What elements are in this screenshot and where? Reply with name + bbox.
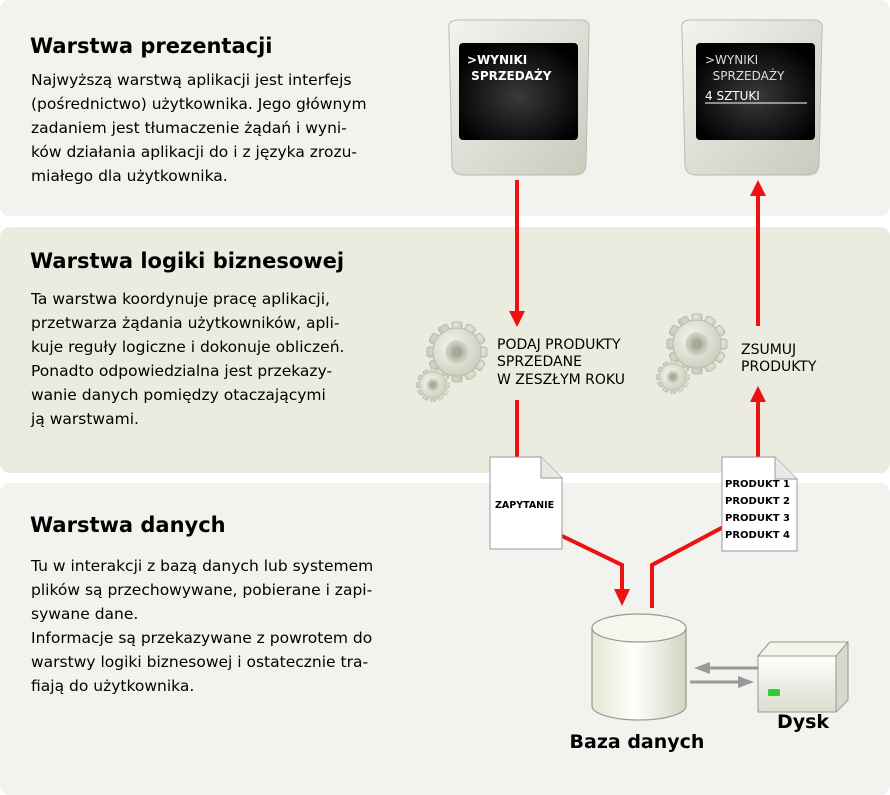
arrow-to-database: [559, 533, 624, 590]
description-line: plików są przechowywane, pobierane i zap…: [31, 581, 373, 599]
screen-right-result: 4 SZTUKI: [705, 89, 760, 103]
arrow-from-database: [650, 523, 728, 608]
description-line: Informacje są przekazywane z powrotem do: [31, 629, 373, 647]
process-left-label: W ZESZŁYM ROKU: [497, 372, 625, 388]
gear-icon: [656, 313, 728, 394]
description-line: Ta warstwa koordynuje pracę aplikacji,: [31, 290, 330, 308]
description-line: fiają do użytkownika.: [31, 677, 195, 695]
transfer-arrows: [690, 662, 758, 688]
description-line: przetwarza żądania użytkowników, apli-: [31, 314, 340, 332]
result-document-line: PRODUKT 2: [725, 496, 790, 507]
arrowhead-up-process: [750, 386, 766, 402]
business-logic-layer-description: Ta warstwa koordynuje pracę aplikacji, p…: [31, 287, 344, 431]
description-line: ków działania aplikacji do i z języka zr…: [31, 143, 357, 161]
arrowhead-left: [694, 662, 710, 674]
presentation-layer-title: Warstwa prezentacji: [30, 34, 273, 58]
data-layer-title: Warstwa danych: [30, 513, 226, 537]
description-line: wanie danych pomiędzy otaczającymi: [31, 386, 326, 404]
process-left-label: PODAJ PRODUKTY: [497, 337, 621, 353]
arrow-heads: [509, 180, 766, 606]
result-document-line: PRODUKT 4: [725, 530, 790, 541]
screen-left-line: >WYNIKI: [467, 53, 527, 67]
monitor-left: >WYNIKI SPRZEDAŻY: [448, 19, 590, 176]
description-line: kuje reguły logiczne i dokonuje obliczeń…: [31, 338, 345, 356]
data-layer-description: Tu w interakcji z bazą danych lub system…: [31, 554, 373, 698]
query-document: ZAPYTANIE: [489, 456, 563, 550]
result-document-line: PRODUKT 1: [725, 479, 790, 490]
arrowhead-down: [509, 311, 525, 327]
monitor-right: >WYNIKI SPRZEDAŻY 4 SZTUKI: [681, 19, 823, 176]
description-line: ją warstwami.: [31, 410, 139, 428]
description-line: miałego dla użytkownika.: [31, 167, 228, 185]
screen-right: [696, 43, 815, 140]
disk-icon: [756, 641, 850, 713]
description-line: sywane dane.: [31, 605, 139, 623]
flow-arrows: [515, 180, 760, 608]
description-line: zadaniem jest tłumaczenie żądań i wyni-: [31, 119, 347, 137]
result-document-line: PRODUKT 3: [725, 513, 790, 524]
database-label: Baza danych: [570, 731, 705, 753]
arrowhead-up-monitor: [750, 180, 766, 196]
screen-left-line: SPRZEDAŻY: [467, 68, 552, 83]
database-icon: [591, 613, 687, 721]
screen-right-line: >WYNIKI: [705, 53, 758, 67]
description-line: (pośrednictwo) użytkownika. Jego głównym: [31, 95, 367, 113]
screen-right-line: SPRZEDAŻY: [705, 68, 785, 83]
arrowhead-database: [614, 589, 630, 606]
business-logic-layer-title: Warstwa logiki biznesowej: [30, 249, 345, 273]
process-right-label: ZSUMUJ: [741, 342, 796, 358]
disk-label: Dysk: [777, 711, 829, 733]
process-right-label: PRODUKTY: [741, 359, 817, 375]
screen-left: [459, 43, 578, 140]
presentation-layer-description: Najwyższą warstwą aplikacji jest interfe…: [31, 68, 367, 188]
description-line: Najwyższą warstwą aplikacji jest interfe…: [31, 71, 352, 89]
arrowhead-right: [738, 676, 754, 688]
description-line: Tu w interakcji z bazą danych lub system…: [31, 557, 374, 575]
disk-led: [768, 689, 780, 696]
query-document-label: ZAPYTANIE: [495, 500, 554, 511]
result-document: PRODUKT 1 PRODUKT 2 PRODUKT 3 PRODUKT 4: [721, 456, 798, 552]
gear-icon: [416, 321, 488, 402]
process-left-label: SPRZEDANE: [497, 354, 582, 370]
description-line: Ponadto odpowiedzialna jest przekazy-: [31, 362, 333, 380]
description-line: warstwy logiki biznesowej i ostatecznie …: [31, 653, 369, 671]
